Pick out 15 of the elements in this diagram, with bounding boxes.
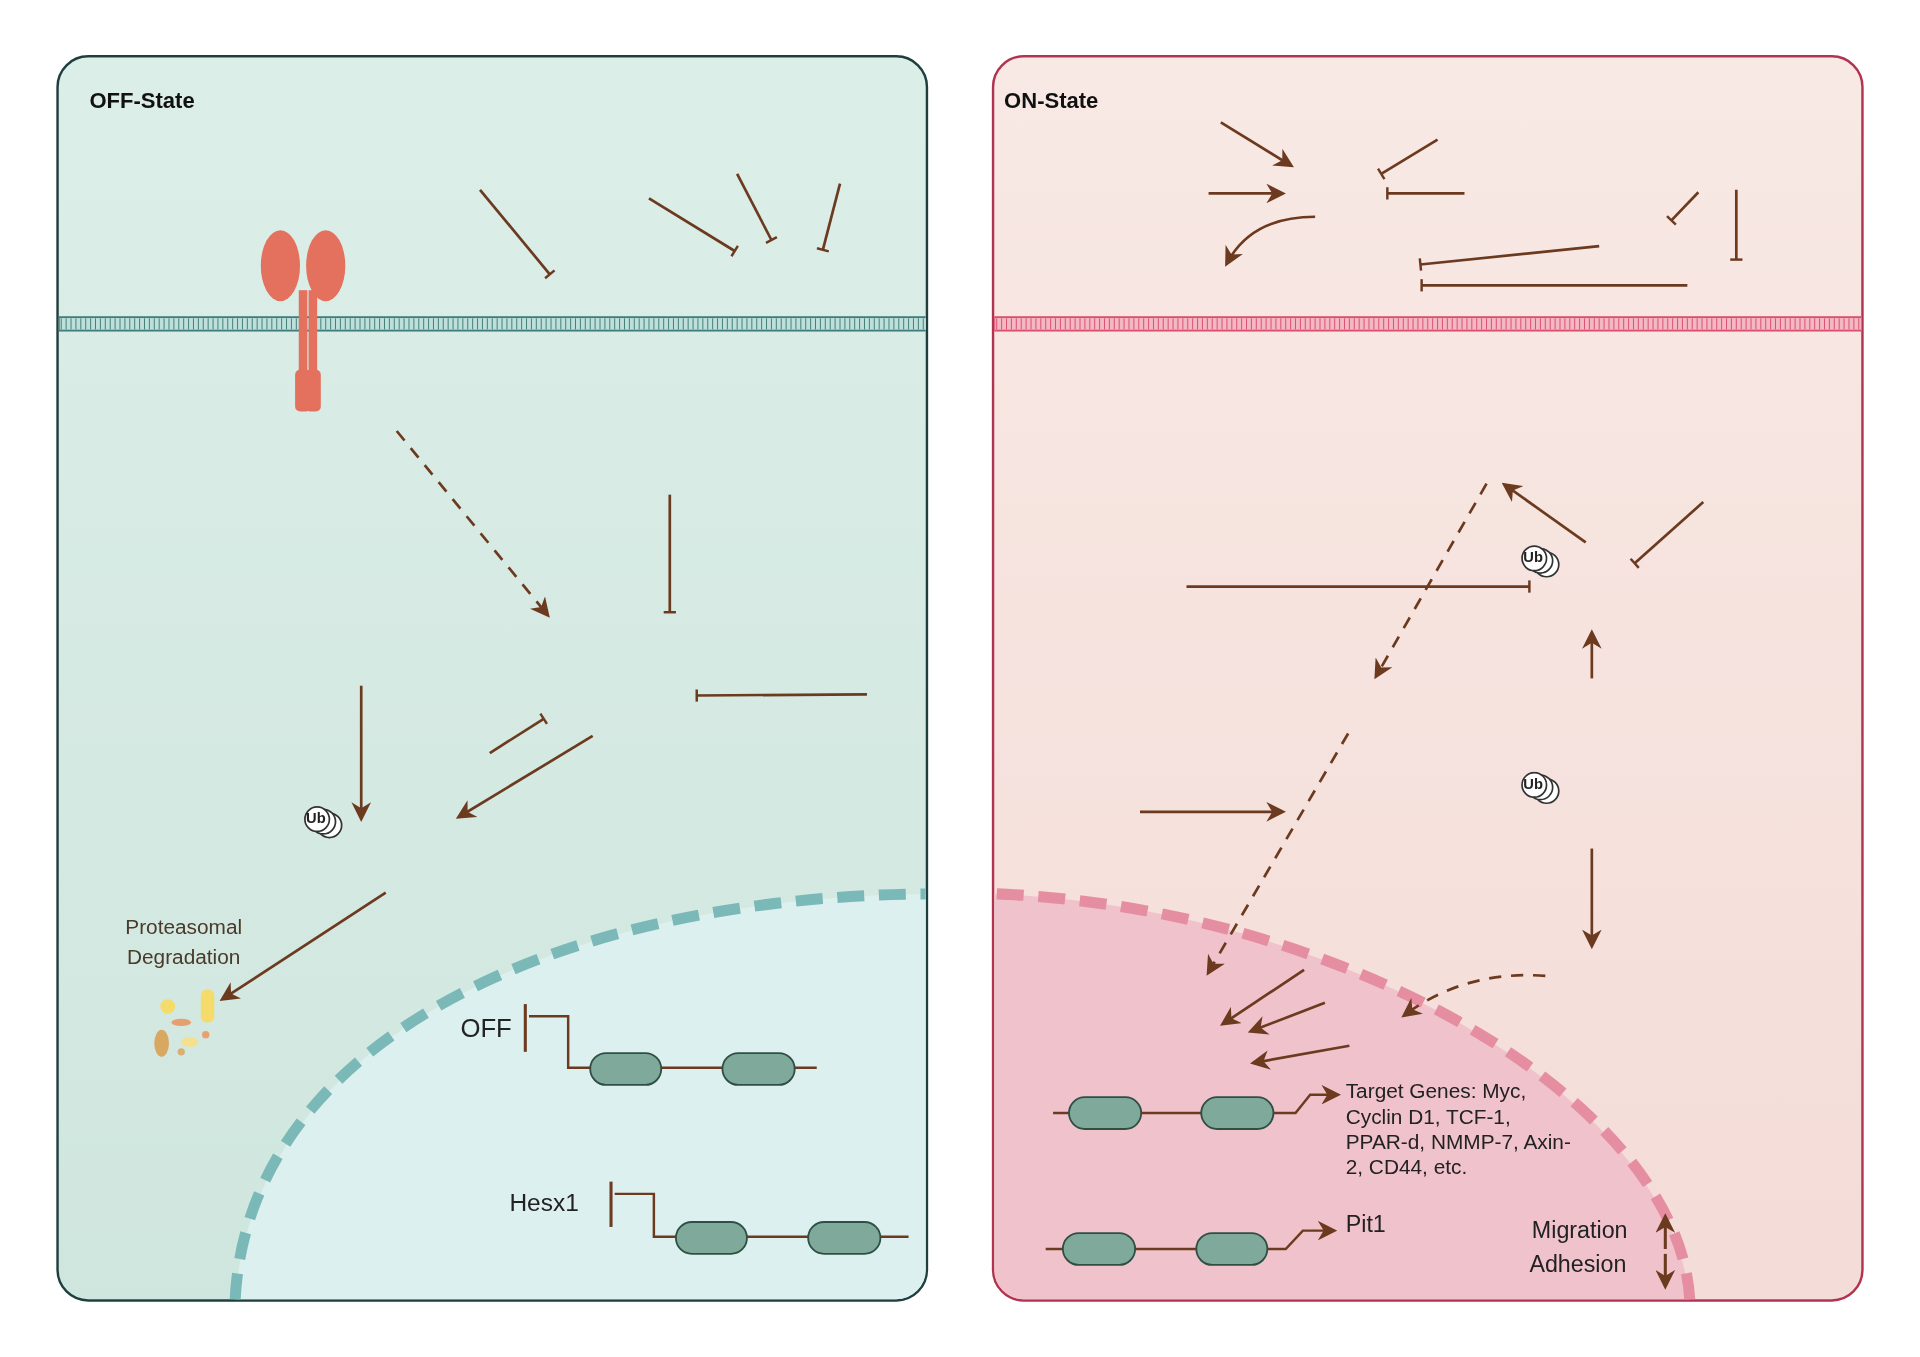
cell-panel — [56, 55, 929, 1302]
ubiquitin-label: Ub — [1523, 775, 1543, 793]
panel-title: OFF-State — [89, 88, 195, 114]
gene-label: Pit1 — [1345, 1211, 1386, 1238]
ubiquitin-label: Ub — [306, 809, 326, 827]
gene-label: OFF — [460, 1013, 512, 1044]
gene-label: Hesx1 — [509, 1189, 579, 1218]
ubiquitin-label: Ub — [1523, 548, 1543, 566]
panel-title: ON-State — [1004, 88, 1099, 114]
cell-panel — [991, 55, 1864, 1302]
effect-label: Migration — [1531, 1217, 1628, 1245]
process-label: Proteasomal Degradation — [124, 914, 244, 971]
arrow — [219, 891, 387, 1002]
effect-label: Adhesion — [1529, 1251, 1627, 1279]
gene-label: Target Genes: Myc, Cyclin D1, TCF-1, PPAR-d, NMMP-7, Axin-2, CD44, etc. — [1345, 1080, 1572, 1182]
